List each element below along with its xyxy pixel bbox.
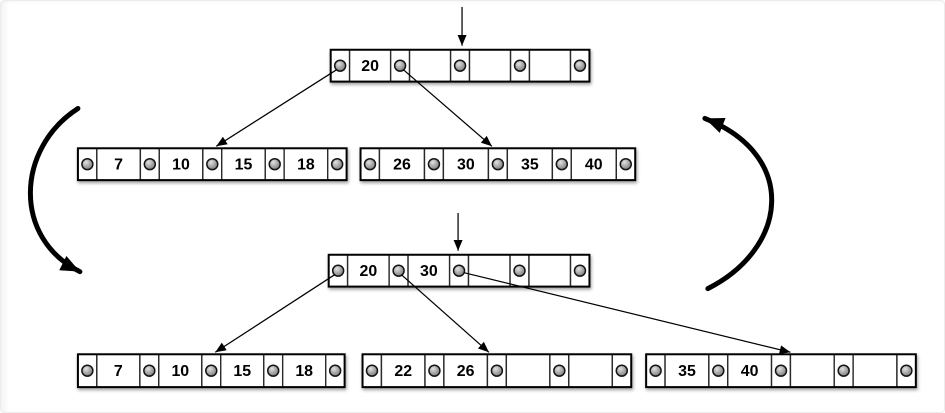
key-cell-value: 40 bbox=[741, 363, 759, 380]
pointer-slot-icon bbox=[619, 157, 632, 171]
pointer-arrow-before-root-to-child-0 bbox=[215, 69, 337, 147]
pointer-arrow-after-root-to-child-0 bbox=[214, 274, 336, 353]
btree-node-after-child-2: 35 40 bbox=[645, 353, 917, 389]
pointer-slot-icon bbox=[490, 364, 504, 377]
pointer-slot-icon bbox=[393, 59, 407, 72]
pointer-slot-icon bbox=[143, 364, 156, 377]
node-outline bbox=[76, 147, 348, 182]
node-outline bbox=[327, 253, 591, 288]
cycle-arrow-left-icon bbox=[27, 105, 83, 275]
key-cell bbox=[506, 147, 554, 181]
pointer-slot-icon bbox=[427, 157, 441, 171]
node-outline bbox=[361, 353, 633, 389]
cycle-arrow-right-icon bbox=[702, 115, 775, 292]
btree-node-after-child-1: 22 26 bbox=[361, 353, 633, 389]
pointer-arrow-before-root-to-child-1 bbox=[402, 69, 493, 147]
pointer-slot-icon bbox=[900, 364, 913, 377]
pointer-slot-icon bbox=[267, 364, 280, 377]
pointer-slot-icon bbox=[333, 59, 347, 72]
btree-node-before-child-1: 26 30 35 40 bbox=[359, 147, 637, 182]
key-cell-value: 26 bbox=[393, 157, 411, 174]
key-cell-value: 7 bbox=[114, 363, 123, 380]
pointer-arrow-after-root-to-child-2 bbox=[463, 272, 791, 355]
pointer-slot-icon bbox=[328, 364, 342, 377]
key-cell bbox=[568, 353, 614, 388]
pointer-slot-icon bbox=[205, 364, 218, 377]
key-cell-value: 10 bbox=[171, 363, 189, 380]
pointer-slot-icon bbox=[428, 364, 441, 377]
node-outline bbox=[645, 353, 917, 389]
key-cell bbox=[96, 353, 141, 388]
pointer-slot-icon bbox=[81, 364, 94, 377]
pointer-slot-icon bbox=[573, 59, 587, 72]
key-cell-value: 30 bbox=[457, 157, 475, 174]
pointer-slot-icon bbox=[331, 264, 345, 277]
pointer-slot-icon bbox=[491, 157, 505, 171]
node-outline bbox=[359, 147, 637, 182]
key-cell-value: 22 bbox=[394, 363, 412, 380]
key-cell bbox=[789, 353, 835, 388]
pointer-slot-icon bbox=[555, 157, 569, 171]
key-cell-value: 35 bbox=[521, 157, 539, 174]
pointer-slot-icon bbox=[363, 157, 377, 171]
pointer-slot-icon bbox=[452, 264, 466, 277]
btree-node-before-root: 20 bbox=[329, 48, 591, 83]
key-cell-value: 18 bbox=[295, 363, 313, 380]
pointer-slot-icon bbox=[513, 264, 526, 277]
key-cell bbox=[505, 353, 551, 388]
key-cell-value: 7 bbox=[114, 157, 123, 174]
key-cell bbox=[852, 353, 898, 388]
node-outline bbox=[329, 48, 591, 83]
key-cell bbox=[380, 353, 426, 388]
pointer-arrow-after-root-to-child-1 bbox=[400, 274, 490, 353]
pointer-slot-icon bbox=[453, 59, 467, 72]
pointer-slot-icon bbox=[392, 264, 405, 277]
key-cell bbox=[378, 147, 426, 181]
key-cell-value: 18 bbox=[297, 157, 315, 174]
pointer-slot-icon bbox=[837, 364, 850, 377]
key-cell-value: 15 bbox=[235, 157, 253, 174]
key-cell-value: 40 bbox=[585, 157, 603, 174]
btree-node-after-child-0: 7 10 15 18 bbox=[76, 353, 346, 389]
pointer-slot-icon bbox=[513, 59, 527, 72]
pointer-slot-icon bbox=[649, 364, 662, 377]
arrows-layer bbox=[27, 6, 791, 355]
pointer-slot-icon bbox=[774, 364, 788, 377]
key-cell-value: 20 bbox=[360, 263, 378, 280]
key-cell bbox=[221, 147, 266, 181]
node-outline bbox=[76, 353, 346, 389]
key-cell-value: 35 bbox=[678, 363, 696, 380]
pointer-slot-icon bbox=[330, 157, 344, 171]
key-cell bbox=[528, 254, 572, 288]
key-cell-value: 30 bbox=[420, 263, 438, 280]
pointer-slot-icon bbox=[143, 157, 157, 171]
key-cell-value: 26 bbox=[457, 363, 475, 380]
key-cell-value: 20 bbox=[361, 58, 379, 75]
pointer-slot-icon bbox=[712, 364, 725, 377]
key-cell bbox=[528, 49, 572, 83]
pointer-slot-icon bbox=[573, 264, 587, 277]
key-cell bbox=[468, 49, 512, 83]
key-cell-value: 10 bbox=[172, 157, 190, 174]
btree-node-before-child-0: 7 10 15 18 bbox=[76, 147, 348, 182]
pointer-slot-icon bbox=[268, 157, 281, 171]
pointer-slot-icon bbox=[615, 364, 628, 377]
key-cell-value: 15 bbox=[233, 363, 251, 380]
pointer-slot-icon bbox=[553, 364, 566, 377]
key-cell bbox=[408, 49, 452, 83]
pointer-slot-icon bbox=[206, 157, 219, 171]
key-cell bbox=[281, 353, 327, 388]
pointer-slot-icon bbox=[365, 364, 379, 377]
pointer-slot-icon bbox=[81, 157, 94, 171]
